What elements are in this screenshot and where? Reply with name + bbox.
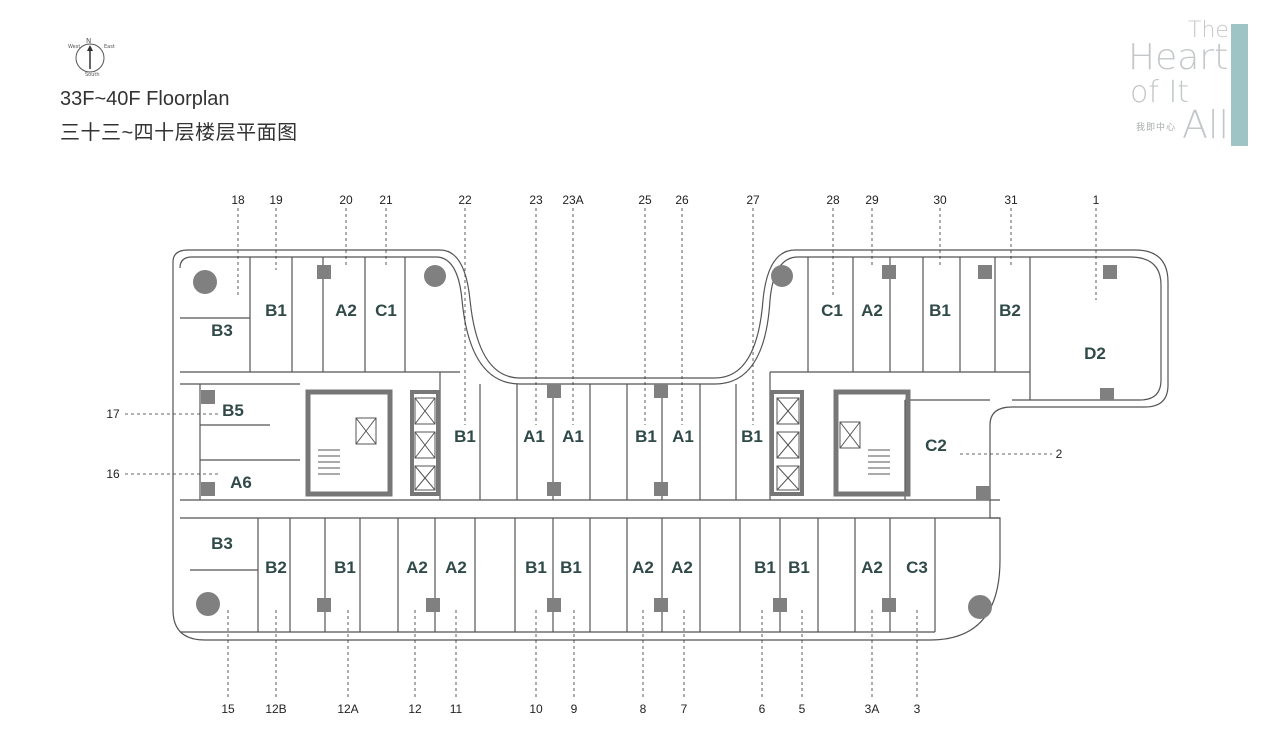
unit-type-12a: B1 [334,558,356,577]
unit-type-25: B1 [635,427,657,446]
unit-number-11: 11 [449,702,463,716]
compass-west-label: West [68,44,81,50]
unit-number-1: 1 [1092,193,1100,207]
compass-east-label: East [104,44,115,50]
page-subtitle: 三十三~四十层楼层平面图 [60,122,298,144]
unit-type-11: A2 [445,558,467,577]
unit-number-30: 30 [933,193,947,207]
page-title: 33F~40F Floorplan [60,88,230,110]
unit-type-27: B1 [741,427,763,446]
brand-logo: The Heart of It All 我即中心 [1118,18,1253,153]
unit-type-18: B3 [211,321,233,340]
unit-number-8: 8 [639,702,647,716]
unit-number-10: 10 [529,702,543,716]
unit-number-29: 29 [865,193,879,207]
unit-type-15: B3 [211,534,233,553]
unit-number-27: 27 [746,193,760,207]
unit-type-29: A2 [861,301,883,320]
brand-accent-bar [1231,24,1248,146]
unit-type-2: C2 [925,436,947,455]
unit-type-3a: A2 [861,558,883,577]
unit-number-23: 23 [529,193,543,207]
unit-type-12b: B2 [265,558,287,577]
unit-number-3: 3 [913,702,921,716]
unit-number-12: 12 [408,702,422,716]
unit-type-5: B1 [788,558,810,577]
unit-number-20: 20 [339,193,353,207]
unit-number-23a: 23A [562,193,584,207]
compass-icon: West N East South [68,37,115,78]
unit-type-22: B1 [454,427,476,446]
unit-number-12a: 12A [337,702,359,716]
unit-type-7: A2 [671,558,693,577]
unit-type-28: C1 [821,301,843,320]
unit-type-19: B1 [265,301,287,320]
unit-number-18: 18 [231,193,245,207]
brand-tagline: 我即中心 [1136,122,1177,132]
unit-type-30: B1 [929,301,951,320]
unit-type-21: C1 [375,301,397,320]
unit-type-10: B1 [525,558,547,577]
unit-number-15: 15 [221,702,235,716]
floorplan-drawing [125,208,1169,700]
unit-type-20: A2 [335,301,357,320]
compass-north-label: N [86,37,92,45]
unit-number-22: 22 [458,193,472,207]
unit-number-26: 26 [675,193,689,207]
unit-number-16: 16 [106,467,120,481]
unit-type-6: B1 [754,558,776,577]
unit-type-16: A6 [230,473,252,492]
unit-number-21: 21 [379,193,393,207]
unit-number-17: 17 [106,407,120,421]
unit-number-6: 6 [758,702,766,716]
unit-type-17: B5 [222,401,244,420]
unit-type-12: A2 [406,558,428,577]
unit-number-3a: 3A [864,702,880,716]
unit-number-2: 2 [1055,447,1063,461]
unit-type-26: A1 [672,427,694,446]
brand-word-of-it: of It [1130,75,1190,110]
brand-word-the: The [1188,18,1229,43]
compass-south-label: South [85,72,100,78]
unit-number-28: 28 [826,193,840,207]
unit-number-19: 19 [269,193,283,207]
unit-type-31: B2 [999,301,1021,320]
unit-type-9: B1 [560,558,582,577]
brand-word-heart: Heart [1128,37,1229,78]
unit-number-12b: 12B [265,702,287,716]
unit-type-8: A2 [632,558,654,577]
unit-number-31: 31 [1004,193,1018,207]
unit-number-25: 25 [638,193,652,207]
unit-number-7: 7 [680,702,688,716]
unit-number-5: 5 [798,702,806,716]
unit-type-23a: A1 [562,427,584,446]
unit-number-9: 9 [570,702,578,716]
unit-type-1: D2 [1084,344,1106,363]
unit-type-3: C3 [906,558,928,577]
brand-word-all: All [1182,103,1230,147]
unit-type-23: A1 [523,427,545,446]
